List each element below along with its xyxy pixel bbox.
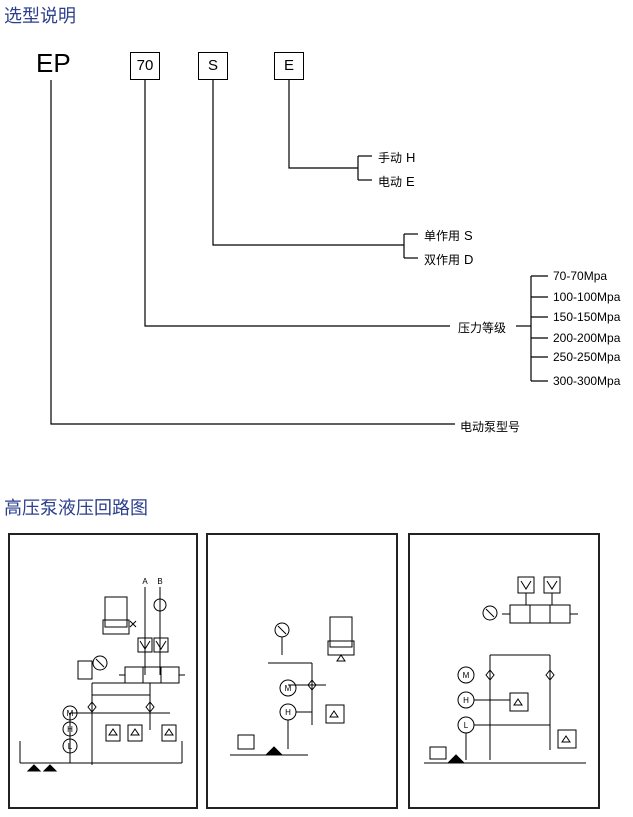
action-code: D xyxy=(464,252,474,267)
pressure-grade-label: 压力等级 xyxy=(458,321,507,335)
circuit-diagram-panel-2: M H xyxy=(206,533,398,809)
selection-guide-title: 选型说明 xyxy=(4,6,76,27)
circuit-diagrams-title: 高压泵液压回路图 xyxy=(4,498,148,519)
pressure-option: 300-300Mpa xyxy=(553,374,621,388)
motor-symbol: M xyxy=(67,709,74,718)
pump-model-label: 电动泵型号 xyxy=(460,420,521,434)
circuit-diagram-panel-3: M H L xyxy=(408,533,600,809)
circuit-diagram-panel-1: A B M H L xyxy=(8,533,198,809)
selection-tree-lines xyxy=(50,80,548,425)
high-pump-symbol: H xyxy=(67,725,73,734)
hydraulic-circuit-3: M H L xyxy=(424,576,586,764)
hydraulic-circuit-2: M H xyxy=(230,616,355,756)
motor-symbol: M xyxy=(463,671,470,680)
pressure-option: 100-100Mpa xyxy=(553,290,621,304)
pressure-option: 70-70Mpa xyxy=(553,269,608,283)
operation-code: H xyxy=(406,150,416,165)
port-label-a: A xyxy=(142,577,148,586)
operation-name: 电动 xyxy=(378,175,403,189)
action-name: 双作用 xyxy=(424,253,461,267)
motor-symbol: M xyxy=(285,684,292,693)
model-prefix: EP xyxy=(36,48,71,78)
pressure-option: 200-200Mpa xyxy=(553,331,621,345)
pressure-option: 150-150Mpa xyxy=(553,310,621,324)
high-pump-symbol: H xyxy=(285,708,291,717)
operation-name: 手动 xyxy=(378,151,403,165)
low-pump-symbol: L xyxy=(68,742,73,751)
hydraulic-circuit-1: A B M H L xyxy=(19,577,185,772)
high-pump-symbol: H xyxy=(463,696,469,705)
low-pump-symbol: L xyxy=(464,721,469,730)
action-name: 单作用 xyxy=(424,229,461,243)
pressure-code-box: 70 xyxy=(130,52,160,80)
port-label-b: B xyxy=(157,577,162,586)
action-code: S xyxy=(464,228,473,243)
operation-code: E xyxy=(406,174,415,189)
action-code-box: S xyxy=(198,52,228,80)
operation-code-box: E xyxy=(274,52,304,80)
pressure-option: 250-250Mpa xyxy=(553,350,621,364)
